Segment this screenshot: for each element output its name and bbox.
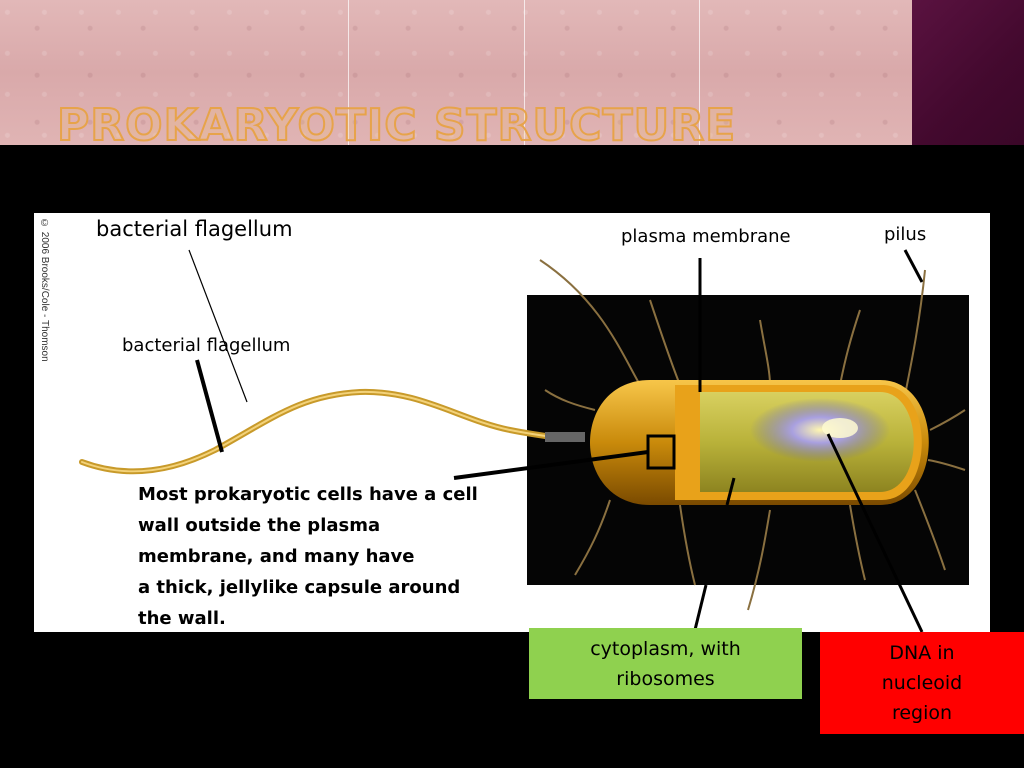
leader-line <box>826 433 924 633</box>
dna-callout: DNA in nucleoid region <box>820 632 1024 734</box>
leader-line <box>453 450 649 480</box>
description-line: Most prokaryotic cells have a cell <box>138 484 478 505</box>
dna-callout-line: DNA in <box>889 642 955 664</box>
leader-line <box>903 249 924 283</box>
pilus-strand <box>904 269 926 396</box>
pilus-strand <box>759 319 771 386</box>
pilus-strand <box>839 309 861 386</box>
pilus-strand <box>747 509 771 611</box>
cytoplasm-callout-line: cytoplasm, with <box>590 637 741 660</box>
header-divider <box>524 0 525 145</box>
header-texture <box>0 0 912 145</box>
figure-credit: © 2006 Brooks/Cole - Thomson <box>39 218 50 362</box>
leader-line <box>195 359 224 453</box>
flagellum-hook <box>545 432 585 442</box>
label-bacterial-flagellum-top: bacterial flagellum <box>96 217 293 241</box>
pilus-strand <box>539 259 641 386</box>
cell-wall-description: Most prokaryotic cells have a cell wall … <box>138 479 538 634</box>
dna-callout-line: region <box>891 702 953 724</box>
leader-lines <box>188 249 924 639</box>
description-line: wall outside the plasma <box>138 515 381 536</box>
pilus-strand <box>544 389 596 411</box>
label-bacterial-flagellum: bacterial flagellum <box>122 335 291 356</box>
dna-callout-line: nucleoid <box>881 672 963 694</box>
pilus-strand <box>914 489 946 571</box>
pilus-strand <box>574 499 611 576</box>
description-line: the wall. <box>138 608 226 629</box>
header-divider <box>699 0 700 145</box>
label-pilus: pilus <box>884 224 927 245</box>
pilus-strand <box>679 504 696 586</box>
header-accent-block <box>912 0 1024 145</box>
header-divider <box>348 0 349 145</box>
pili <box>539 259 966 611</box>
pilus-strand <box>849 504 866 581</box>
pilus-strand <box>929 409 966 431</box>
leader-line <box>725 477 736 506</box>
description-line: a thick, jellylike capsule around <box>138 577 461 598</box>
cytoplasm-callout-line: ribosomes <box>616 667 715 690</box>
pilus-strand <box>927 459 966 471</box>
flagellum-shape <box>79 388 563 475</box>
pilus-strand <box>649 299 681 386</box>
nucleoid-shape <box>750 398 890 462</box>
leader-line <box>188 249 248 403</box>
slide-title-fill: Prokaryotic Structure <box>57 100 737 151</box>
description-line: membrane, and many have <box>138 546 415 567</box>
slide-title: Prokaryotic Structure <box>56 100 737 151</box>
cytoplasm-callout: cytoplasm, with ribosomes <box>529 628 802 699</box>
label-plasma-membrane: plasma membrane <box>621 226 791 247</box>
